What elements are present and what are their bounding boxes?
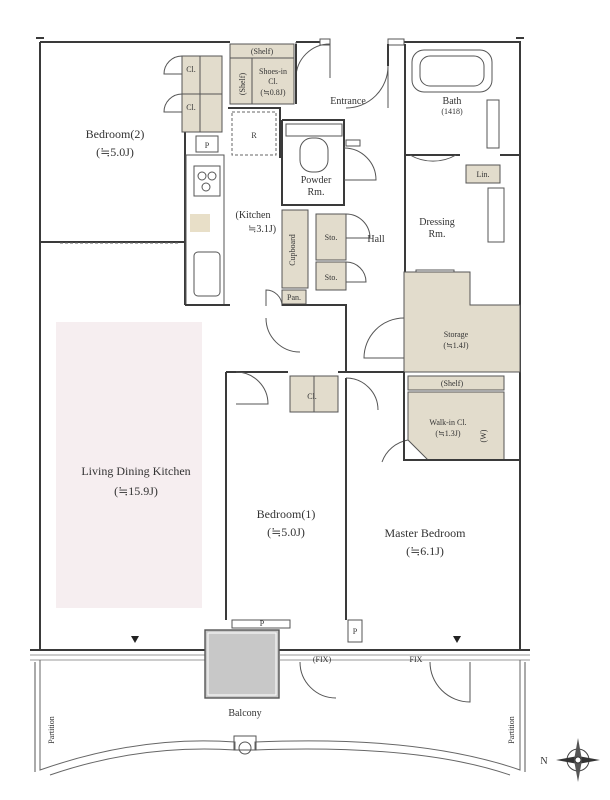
balcony-outdoor-unit (204, 629, 280, 699)
refrigerator-label: R (251, 131, 257, 140)
partition-label-right: Partition (507, 716, 516, 744)
bedroom2-area: (≒5.0J) (96, 145, 134, 159)
kitchen-label: (Kitchen (236, 210, 271, 221)
compass-north-label: N (540, 756, 547, 767)
dressing-label: Dressing (419, 217, 455, 228)
cupboard (281, 209, 309, 289)
shoes-in-label: Shoes-in (259, 67, 287, 76)
dressing-label-2: Rm. (429, 229, 446, 240)
powder-room-label: Powder (301, 175, 332, 186)
closet-label-1: Cl. (186, 65, 196, 74)
bathtub (411, 49, 493, 93)
master-bedroom-label: Master Bedroom (385, 526, 467, 540)
bath-size: (1418) (441, 107, 463, 116)
closet-label-2: Cl. (186, 103, 196, 112)
balcony-label: Balcony (228, 708, 261, 719)
kitchen-sink (193, 251, 221, 297)
ldk-label: Living Dining Kitchen (81, 464, 190, 478)
ldk-area (56, 322, 202, 608)
entrance-label: Entrance (330, 96, 366, 107)
cupboard-label: Cupboard (288, 234, 297, 266)
sto-label-2: Sto. (325, 273, 338, 282)
kitchen-area: ≒3.1J) (248, 224, 276, 235)
hall-label: Hall (367, 234, 384, 245)
partition-label-left: Partition (47, 716, 56, 744)
walkin-w-label: (W) (479, 429, 488, 442)
shelf-entrance-label: (Shelf) (251, 47, 274, 56)
entry-marker-1 (131, 636, 139, 643)
bedroom1-area: (≒5.0J) (267, 525, 305, 539)
shelf-master (407, 375, 505, 391)
shoes-in-label-2: Cl. (268, 77, 278, 86)
storage-hall-2 (315, 261, 347, 291)
storage-room (403, 271, 521, 373)
p-label-kitchen: P (205, 141, 210, 150)
p-label-master: P (353, 627, 358, 636)
bedroom1-label: Bedroom(1) (257, 507, 316, 521)
sto-label-1: Sto. (325, 233, 338, 242)
linen-label: Lin. (476, 170, 489, 179)
closet-bedroom2-lower (181, 93, 223, 133)
powder-room-label-2: Rm. (308, 187, 325, 198)
compass-icon: N (540, 738, 600, 782)
walkin-area: (≒1.3J) (435, 429, 460, 438)
fix-label: (FIX) (313, 655, 332, 664)
bath-label: Bath (443, 96, 462, 107)
master-bedroom-area: (≒6.1J) (406, 544, 444, 558)
walkin-label: Walk-in Cl. (429, 418, 466, 427)
storage-hall-1 (315, 213, 347, 261)
closet-bedroom1-label: Cl. (307, 392, 317, 401)
shoes-in-area: (≒0.8J) (260, 88, 285, 97)
entry-marker-2 (453, 636, 461, 643)
balcony-drain (233, 735, 257, 751)
closet-bedroom2-upper (181, 55, 223, 95)
shelf-master-label: (Shelf) (441, 379, 464, 388)
p-label-bedroom1: P (260, 619, 265, 628)
storage-area: (≒1.4J) (443, 341, 468, 350)
shelf-vertical-label: (Shelf) (238, 73, 247, 96)
shoes-in-closet (229, 57, 295, 105)
fix-label-2: FIX (410, 655, 423, 664)
ldk-area: (≒15.9J) (114, 484, 158, 498)
pantry-label: Pan. (287, 293, 301, 302)
linen-closet (465, 164, 501, 184)
bedroom2-label: Bedroom(2) (86, 127, 145, 141)
storage-label: Storage (444, 330, 469, 339)
